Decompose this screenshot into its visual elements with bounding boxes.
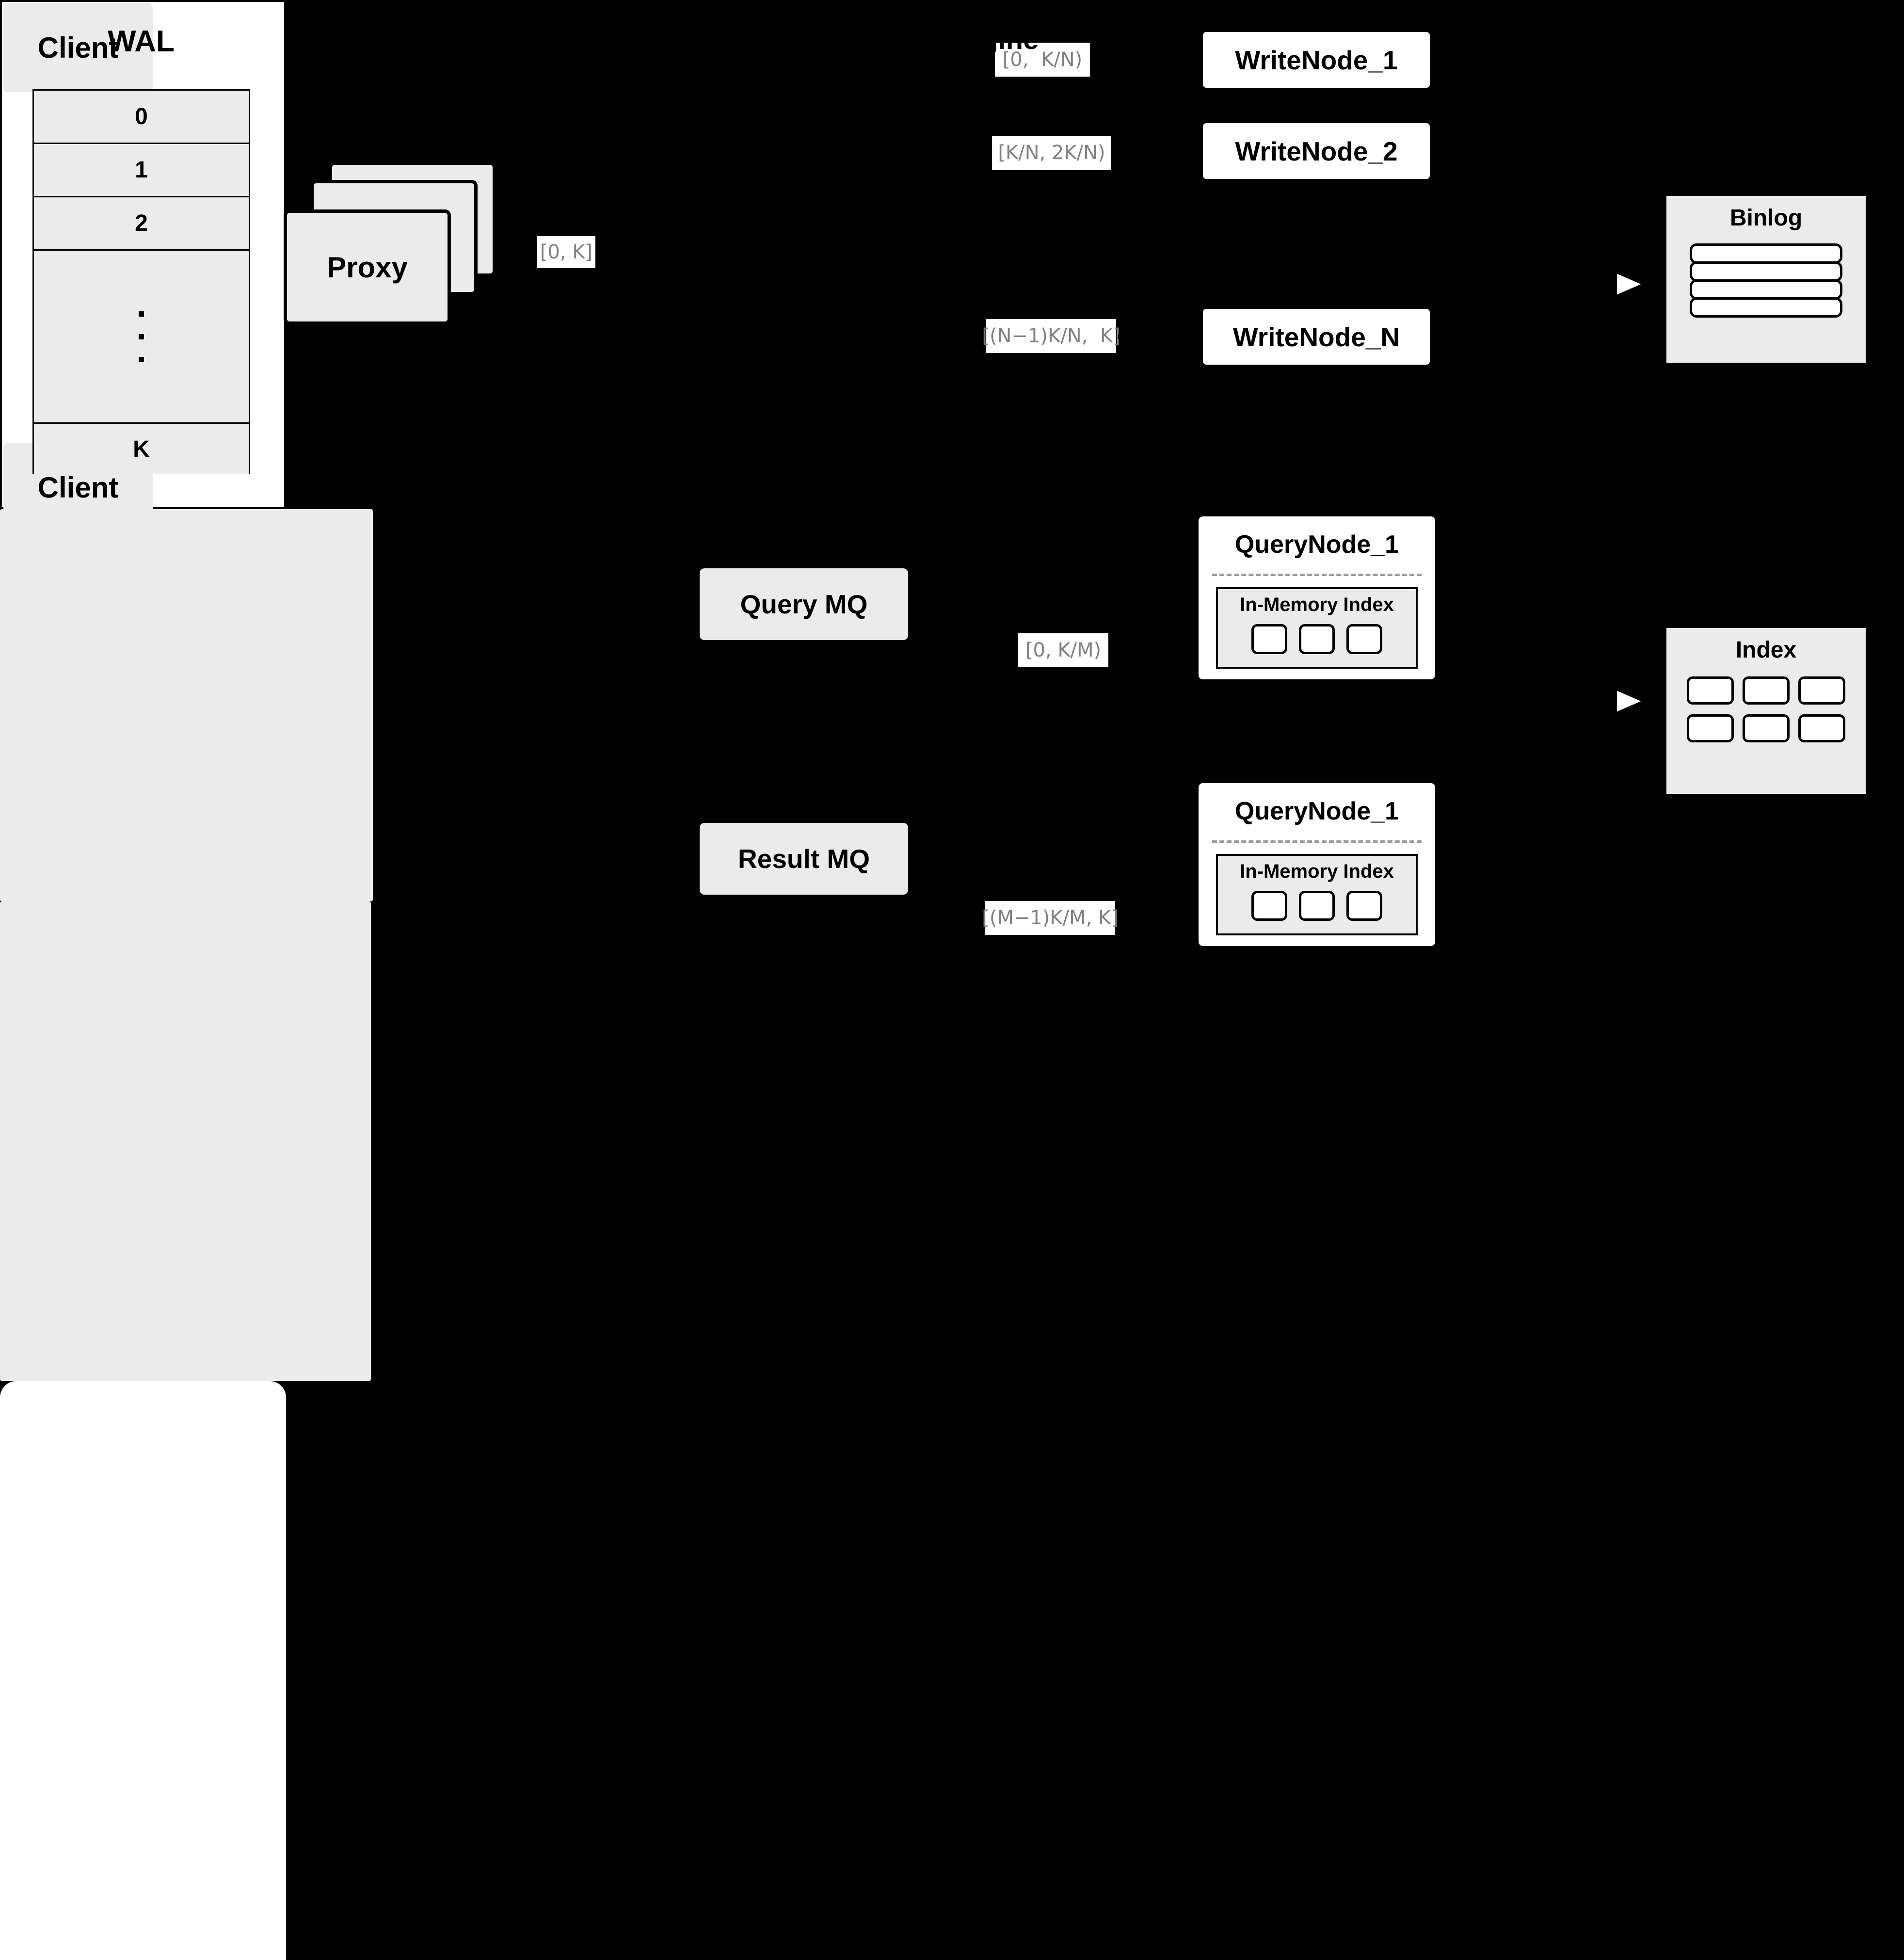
in-memory-index-1-cells — [1218, 624, 1416, 654]
arrow-line-to-write-node-2 — [1113, 150, 1181, 155]
query-node-1-divider — [1212, 574, 1422, 576]
wal-row-2: 2 — [34, 197, 249, 251]
index-cell — [1346, 891, 1382, 921]
wal-row-ellipsis — [34, 251, 249, 424]
client-label-1: Client — [37, 31, 119, 64]
query-node-2-label: QueryNode_1 — [1234, 797, 1399, 825]
index-cell — [1798, 714, 1845, 742]
index-cell — [1798, 676, 1845, 705]
write-node-1[interactable]: WriteNode_1 — [1199, 28, 1434, 92]
index-title: Index — [1735, 637, 1797, 663]
query-node-2-divider — [1212, 840, 1422, 843]
index-box[interactable]: Index — [1664, 626, 1868, 796]
write-node-n-label: WriteNode_N — [1232, 321, 1400, 352]
write-node-2-label: WriteNode_2 — [1235, 136, 1398, 166]
query-node-1[interactable]: QueryNode_1 In-Memory Index — [1195, 513, 1439, 683]
arrow-head-to-query-node-1 — [1173, 637, 1195, 662]
ellipsis-dot — [1313, 204, 1320, 210]
ellipsis-dot — [1313, 773, 1320, 779]
ellipsis-dot — [139, 356, 144, 362]
index-cell — [1346, 624, 1382, 654]
binlog-box[interactable]: Binlog — [1664, 193, 1868, 365]
write-node-cluster-panel — [0, 509, 373, 901]
query-mq-box[interactable]: Query MQ — [700, 568, 908, 640]
wal-row-1: 1 — [34, 144, 249, 197]
query-node-2[interactable]: QueryNode_1 In-Memory Index — [1195, 780, 1439, 949]
wal-row-k: K — [34, 424, 249, 474]
arrow-head-outline-binlog — [1615, 270, 1647, 299]
range-label-write-node-2: [K/N, 2K/N) — [992, 136, 1111, 170]
arrow-head-to-query-node-2 — [1173, 905, 1195, 930]
in-memory-index-2-title: In-Memory Index — [1240, 861, 1394, 882]
client-box-1[interactable]: Client — [3, 3, 153, 92]
ellipsis-dot — [139, 311, 144, 317]
query-mq-label: Query MQ — [740, 589, 868, 619]
arrow-line-to-binlog — [1584, 283, 1626, 286]
query-cluster-ellipsis — [1309, 704, 1324, 779]
in-memory-index-2-cells — [1218, 891, 1416, 921]
binlog-row — [1690, 279, 1842, 300]
proxy-box[interactable]: Proxy — [284, 209, 451, 325]
index-cell — [1251, 624, 1287, 654]
client-box-2[interactable]: Client — [3, 443, 153, 532]
write-node-2[interactable]: WriteNode_2 — [1199, 119, 1434, 183]
in-memory-index-2: In-Memory Index — [1216, 854, 1418, 935]
arrow-line-to-index — [1584, 700, 1626, 703]
arrow-head-outline-index — [1615, 687, 1647, 716]
range-label-write-node-n: [(N−1)K/N, K] — [982, 319, 1120, 353]
store-engine-panel: Store Engine — [0, 24, 1039, 1960]
index-grid — [1687, 676, 1845, 742]
arrow-head-to-write-node-n — [1173, 324, 1195, 349]
ellipsis-dot — [1313, 238, 1320, 244]
arrow-line-to-write-node-1 — [1094, 57, 1181, 62]
write-node-n[interactable]: WriteNode_N — [1199, 305, 1434, 369]
binlog-title: Binlog — [1729, 205, 1803, 231]
write-cluster-ellipsis — [1309, 204, 1324, 279]
result-mq-box[interactable]: Result MQ — [700, 823, 908, 895]
index-cell — [1687, 676, 1734, 705]
arrow-line-to-query-node-1 — [1110, 648, 1181, 652]
arrow-head-to-write-node-2 — [1173, 140, 1195, 165]
wal-table: 0 1 2 K — [32, 89, 250, 474]
index-cell — [1299, 624, 1335, 654]
arrow-head-to-write-node-1 — [1173, 47, 1195, 72]
result-mq-label: Result MQ — [738, 844, 870, 874]
ellipsis-dot — [1313, 273, 1320, 279]
arrow-line-to-query-node-2 — [1117, 916, 1181, 920]
proxy-label: Proxy — [327, 251, 408, 284]
ellipsis-dot — [1313, 704, 1320, 710]
index-cell — [1251, 891, 1287, 921]
binlog-row — [1690, 297, 1842, 318]
index-cell — [1687, 714, 1734, 742]
index-cell — [1743, 676, 1790, 705]
wal-row-0: 0 — [34, 91, 249, 144]
binlog-row — [1690, 243, 1842, 264]
range-label-query-node-2: [(M−1)K/M, K] — [982, 901, 1119, 935]
arrow-line-to-write-node-n — [1118, 335, 1181, 339]
range-label-proxy: [0, K] — [537, 236, 595, 268]
query-node-cluster-panel — [0, 901, 371, 1381]
index-cell — [1743, 714, 1790, 742]
index-cell — [1299, 891, 1335, 921]
write-node-1-label: WriteNode_1 — [1235, 45, 1398, 75]
binlog-rows — [1690, 243, 1842, 318]
ellipsis-dot — [139, 334, 144, 339]
range-label-query-node-1: [0, K/M) — [1018, 633, 1108, 667]
in-memory-index-1-title: In-Memory Index — [1240, 594, 1394, 615]
range-label-write-node-1: [0, K/N) — [995, 43, 1090, 77]
client-label-2: Client — [37, 471, 119, 504]
query-node-1-label: QueryNode_1 — [1234, 530, 1399, 559]
store-engine-title: Store Engine — [865, 24, 1039, 55]
binlog-row — [1690, 261, 1842, 282]
ellipsis-dot — [1313, 739, 1320, 745]
in-memory-index-1: In-Memory Index — [1216, 587, 1418, 669]
wal-title: WAL — [108, 25, 175, 58]
